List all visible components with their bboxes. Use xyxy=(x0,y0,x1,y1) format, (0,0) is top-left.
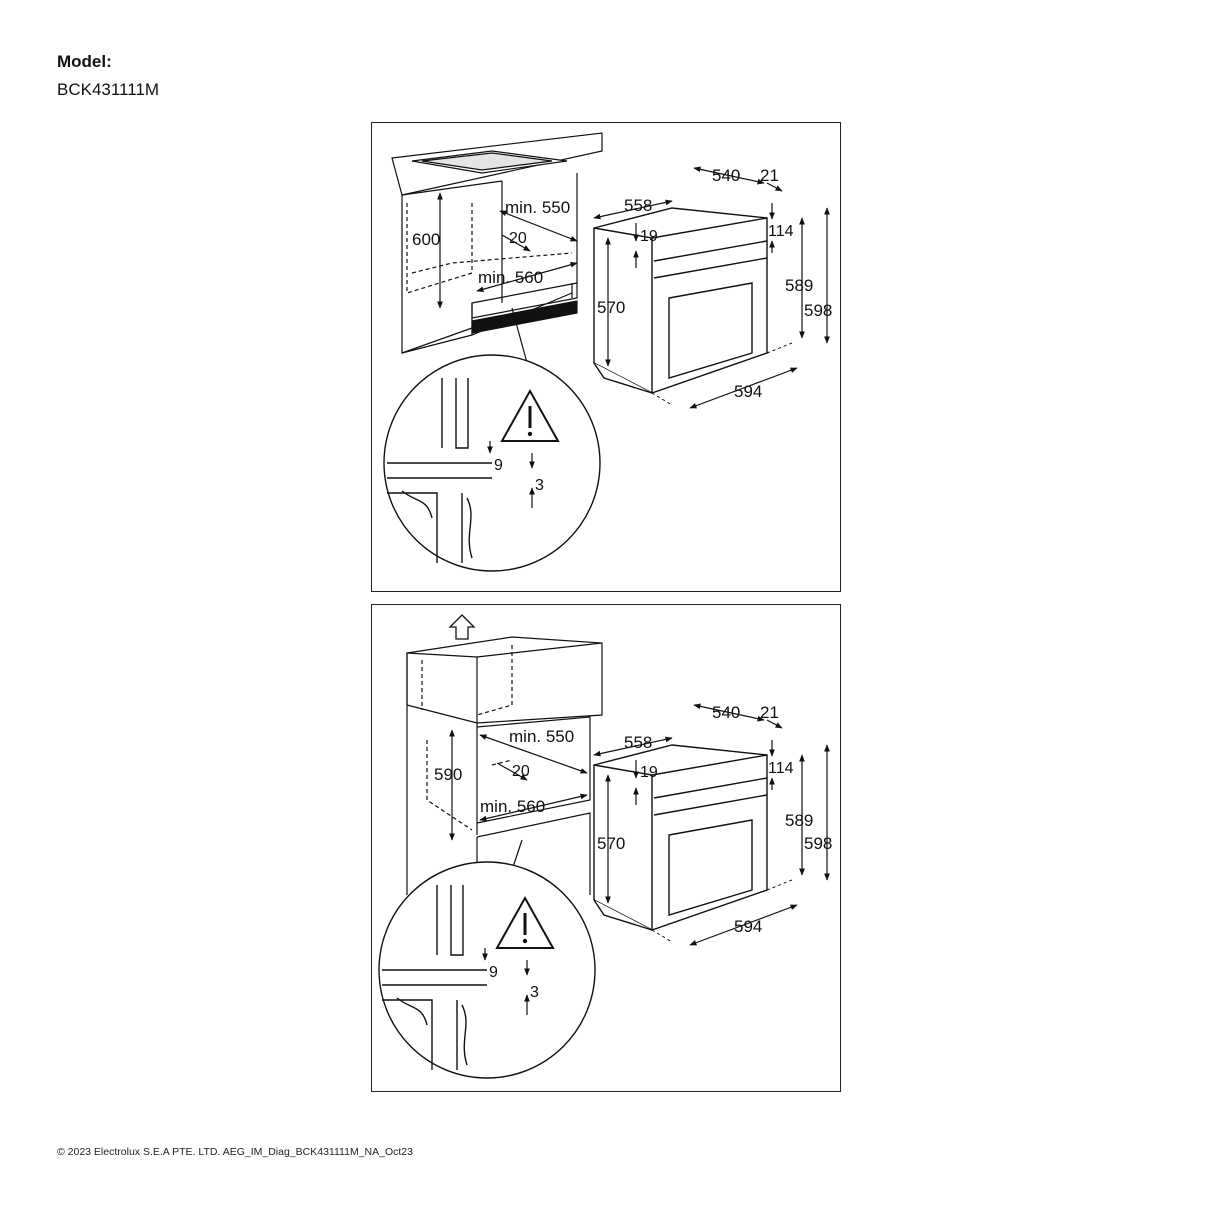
detail-dim-3: 3 xyxy=(535,477,544,494)
dim-598: 598 xyxy=(804,834,832,853)
dim-558: 558 xyxy=(624,196,652,215)
installation-panel-under-counter: 600 min. 550 20 min. 560 558 540 21 19 1… xyxy=(371,122,841,592)
dim-19: 19 xyxy=(640,764,658,781)
dim-598: 598 xyxy=(804,301,832,320)
dim-540: 540 xyxy=(712,166,740,185)
dim-min-550: min. 550 xyxy=(509,727,574,746)
dim-570: 570 xyxy=(597,298,625,317)
dim-540: 540 xyxy=(712,703,740,722)
dim-21: 21 xyxy=(760,703,779,722)
installation-diagram-under-counter: 600 min. 550 20 min. 560 558 540 21 19 1… xyxy=(383,132,832,572)
installation-diagram-tall-cabinet: 590 min. 550 20 min. 560 558 540 21 19 1… xyxy=(378,614,832,1079)
detail-dim-9: 9 xyxy=(489,964,498,981)
installation-panel-tall-cabinet: 590 min. 550 20 min. 560 558 540 21 19 1… xyxy=(371,604,841,1092)
dim-589: 589 xyxy=(785,811,813,830)
dim-114: 114 xyxy=(768,223,794,240)
dim-589: 589 xyxy=(785,276,813,295)
dim-590: 590 xyxy=(434,765,462,784)
dim-19: 19 xyxy=(640,228,658,245)
dim-594: 594 xyxy=(734,917,762,936)
dim-21: 21 xyxy=(760,166,779,185)
dim-600: 600 xyxy=(412,230,440,249)
dim-570: 570 xyxy=(597,834,625,853)
model-value: BCK431111M xyxy=(57,80,160,99)
dim-558: 558 xyxy=(624,733,652,752)
dim-min-550: min. 550 xyxy=(505,198,570,217)
detail-dim-3: 3 xyxy=(530,984,539,1001)
model-label: Model: xyxy=(57,52,112,71)
dim-20: 20 xyxy=(512,763,530,780)
footer-copyright: © 2023 Electrolux S.E.A PTE. LTD. AEG_IM… xyxy=(57,1146,413,1158)
detail-dim-9: 9 xyxy=(494,457,503,474)
dim-min-560: min. 560 xyxy=(478,268,543,287)
up-arrow-icon xyxy=(448,614,476,640)
dim-114: 114 xyxy=(768,760,794,777)
dim-594: 594 xyxy=(734,382,762,401)
dim-20: 20 xyxy=(509,230,527,247)
dim-min-560: min. 560 xyxy=(480,797,545,816)
